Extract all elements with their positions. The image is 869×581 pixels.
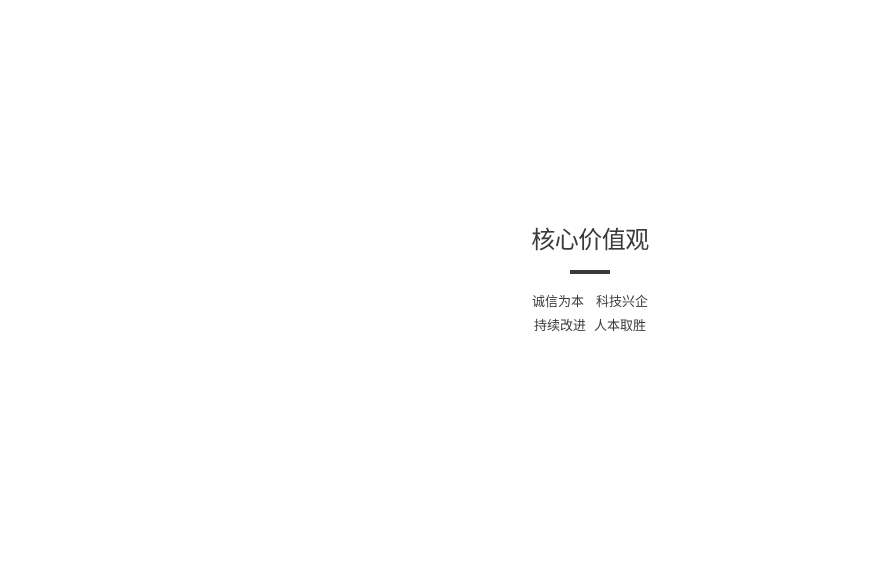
core-value-honesty: 诚信为本 [531, 295, 584, 310]
core-values-line-1: 诚信为本科技兴企 [510, 291, 670, 315]
core-values-section: 核心价值观 诚信为本科技兴企 持续改进人本取胜 [510, 222, 670, 339]
core-values-title: 核心价值观 [531, 226, 649, 254]
core-values-list: 诚信为本科技兴企 持续改进人本取胜 [510, 291, 670, 339]
core-values-line-2: 持续改进人本取胜 [510, 315, 670, 339]
core-value-technology: 科技兴企 [596, 295, 649, 310]
title-divider [570, 270, 610, 274]
core-value-people: 人本取胜 [594, 319, 647, 334]
core-value-improvement: 持续改进 [533, 319, 586, 334]
